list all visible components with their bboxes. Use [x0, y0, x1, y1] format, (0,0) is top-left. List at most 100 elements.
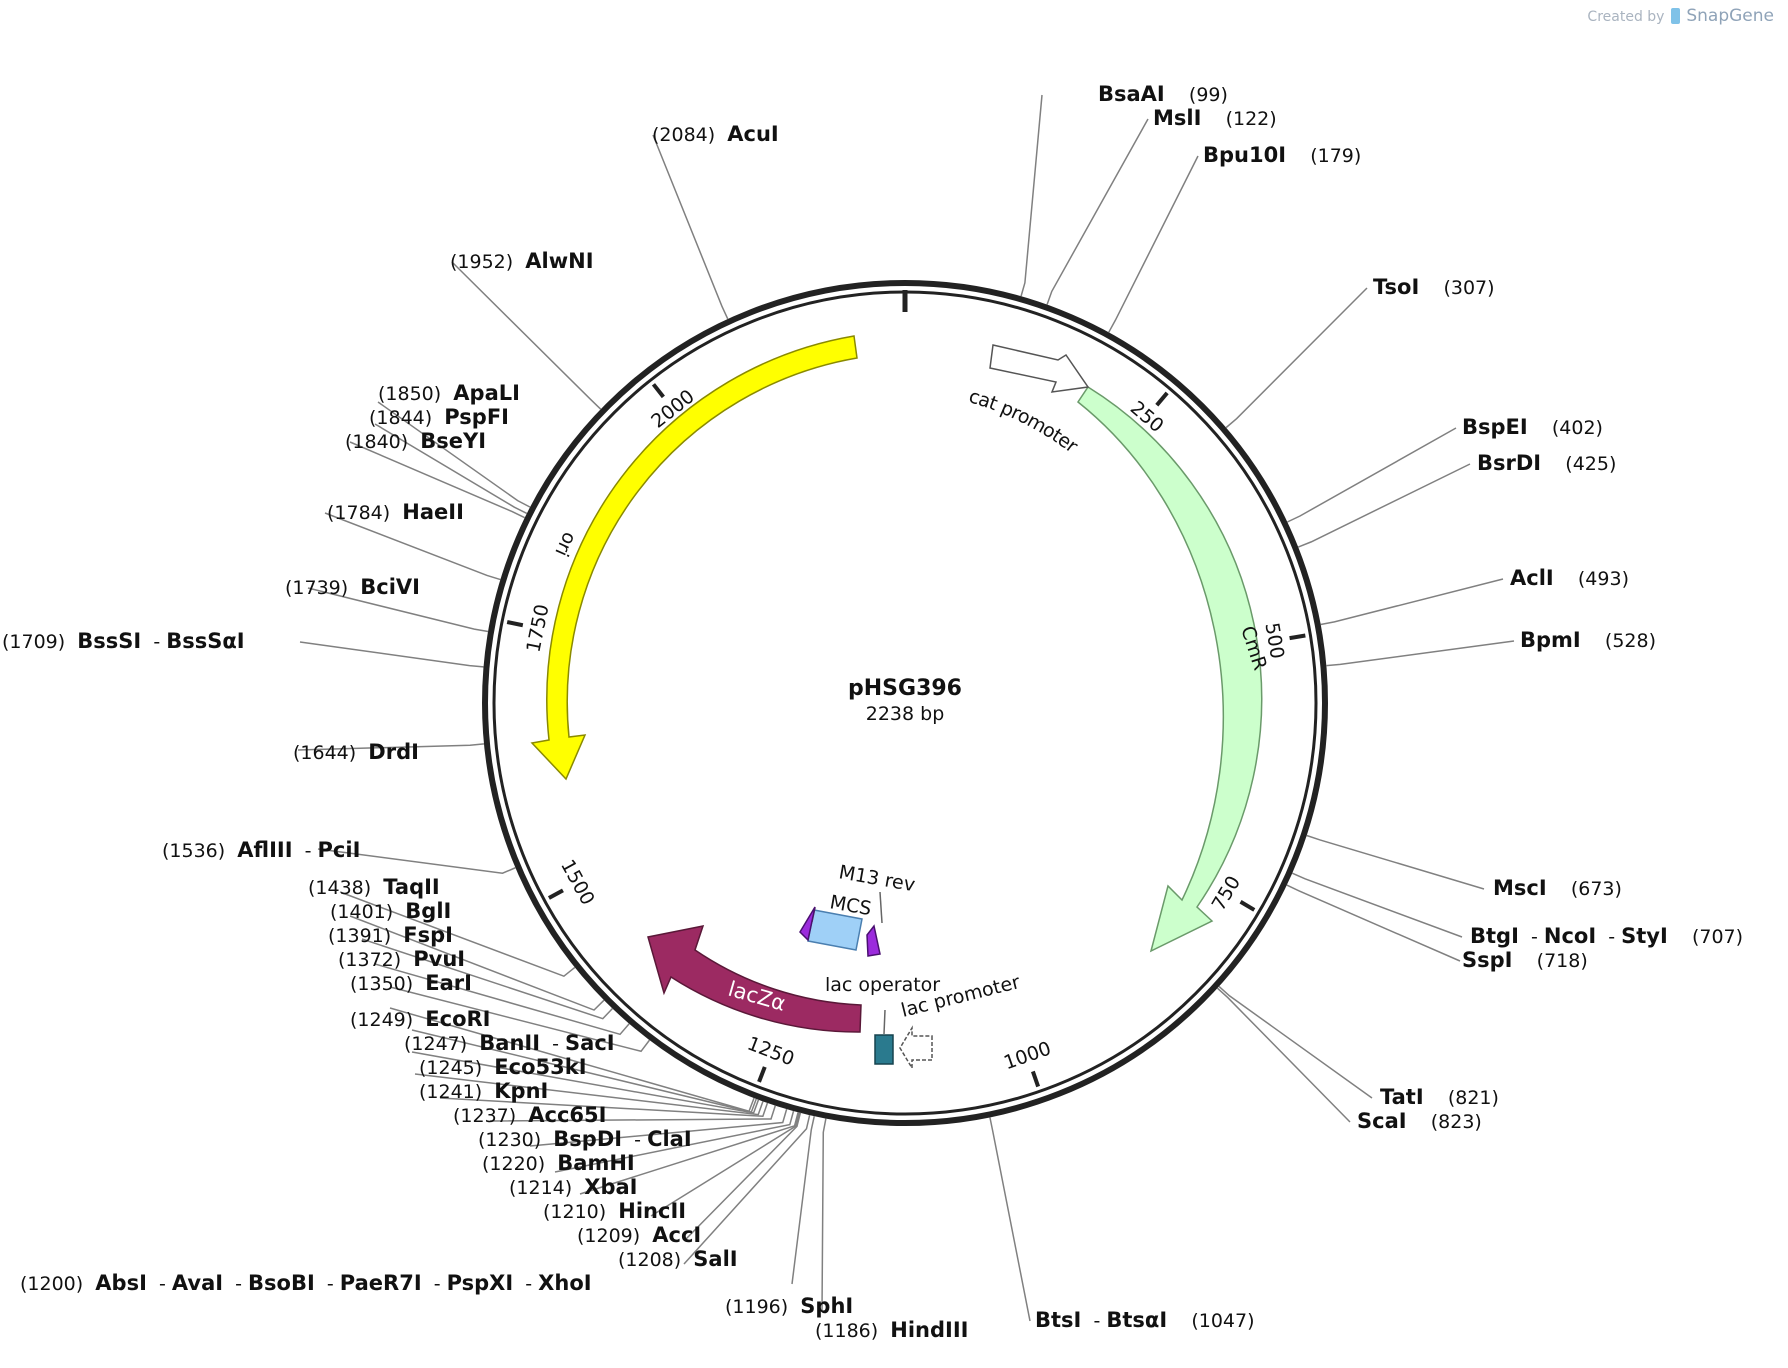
site-position: (307)	[1443, 277, 1494, 299]
site-position: (2084)	[652, 124, 715, 146]
restriction-site-label: (1536) AflIII - PciI	[162, 838, 360, 862]
site-leader	[307, 587, 489, 633]
snapgene-logo-icon	[1670, 8, 1680, 24]
tick-label: 1500	[556, 856, 599, 909]
enzyme-name: TatI	[1380, 1085, 1424, 1109]
restriction-site-label: (1784) HaeII	[327, 500, 464, 524]
mcs-feature: MCS	[807, 891, 873, 951]
restriction-site-label: MscI (673)	[1493, 876, 1622, 900]
site-leader	[1297, 463, 1471, 548]
restriction-site-label: BtsI - BtsαI (1047)	[1035, 1308, 1255, 1332]
site-position: (1245)	[419, 1057, 482, 1079]
enzyme-name: BsrDI	[1477, 451, 1541, 475]
site-position: (1230)	[478, 1129, 541, 1151]
enzyme-name: AccI	[652, 1223, 701, 1247]
site-position: (493)	[1578, 568, 1629, 590]
tick-mark	[1030, 1070, 1041, 1088]
site-leader	[489, 1105, 777, 1122]
enzyme-name: BtsαI	[1106, 1308, 1167, 1332]
restriction-site-label: AclI (493)	[1510, 566, 1629, 590]
site-leader	[1216, 987, 1351, 1123]
site-leader	[683, 1114, 811, 1265]
cmr-feature: CmR	[1076, 385, 1271, 953]
enzyme-name: BtgI	[1470, 924, 1519, 948]
site-position: (1200)	[20, 1273, 83, 1295]
site-position: (823)	[1431, 1111, 1482, 1133]
restriction-site-label: (1196) SphI	[725, 1294, 853, 1318]
restriction-site-label: (1214) XbaI	[509, 1175, 638, 1199]
enzyme-name: BspDI	[553, 1127, 622, 1151]
restriction-site-label: (1230) BspDI - ClaI	[478, 1127, 692, 1151]
site-position: (1372)	[338, 949, 401, 971]
site-leader	[324, 512, 501, 581]
enzyme-name: SphI	[800, 1294, 853, 1318]
site-leader	[579, 1112, 799, 1195]
site-position: (821)	[1448, 1087, 1499, 1109]
enzyme-name: KpnI	[494, 1079, 548, 1103]
site-position: (402)	[1552, 417, 1603, 439]
site-leader	[1020, 94, 1043, 297]
site-leader	[299, 641, 484, 668]
credit-created-by: Created by	[1587, 9, 1665, 25]
site-position: (1844)	[369, 407, 432, 429]
tick-label: 1000	[1001, 1038, 1054, 1075]
enzyme-name: EcoRI	[425, 1007, 490, 1031]
restriction-site-label: MslI (122)	[1153, 106, 1277, 130]
restriction-site-label: (1391) FspI	[328, 923, 453, 947]
site-leader	[349, 441, 526, 519]
enzyme-name: BspEI	[1462, 415, 1528, 439]
site-leader	[1306, 834, 1485, 890]
plasmid-name: pHSG396	[848, 676, 962, 701]
tick-label: 1250	[744, 1033, 797, 1071]
site-leader	[554, 1110, 795, 1173]
restriction-site-label: (1220) BamHI	[482, 1151, 635, 1175]
site-leader	[989, 1117, 1031, 1322]
backbone-outer	[482, 280, 1328, 1126]
restriction-site-label: BsrDI (425)	[1477, 451, 1616, 475]
restriction-site-label: (1210) HincII	[543, 1199, 686, 1223]
cat-promoter-feature: cat promoter	[966, 344, 1090, 458]
site-leader	[1320, 578, 1504, 626]
site-leader	[685, 1112, 802, 1240]
site-position: (1350)	[350, 973, 413, 995]
site-position: (1209)	[577, 1225, 640, 1247]
enzyme-name: BciVI	[360, 575, 420, 599]
site-leader	[1286, 884, 1461, 962]
site-leader	[411, 1029, 757, 1113]
restriction-site-label: (1249) EcoRI	[350, 1007, 491, 1031]
enzyme-name: XhoI	[538, 1271, 591, 1295]
enzyme-name: MslI	[1153, 106, 1201, 130]
site-position: (1186)	[815, 1320, 878, 1342]
enzyme-name: BglI	[405, 899, 451, 923]
restriction-site-label: TsoI (307)	[1373, 275, 1495, 299]
site-position: (528)	[1605, 630, 1656, 652]
restriction-site-label: (1644) DrdI	[293, 740, 419, 764]
enzyme-name: SacI	[565, 1031, 615, 1055]
site-leader	[650, 1112, 800, 1217]
tick-mark	[1239, 900, 1256, 912]
restriction-site-label: (1208) SalI	[618, 1247, 738, 1271]
site-leader	[361, 938, 614, 1020]
restriction-site-label: BsaAI (99)	[1098, 82, 1228, 106]
enzyme-name: PvuI	[413, 947, 465, 971]
site-leader	[377, 401, 531, 508]
restriction-site-label: (1245) Eco53kI	[419, 1055, 587, 1079]
site-leader	[297, 743, 485, 751]
enzyme-name: BamHI	[557, 1151, 634, 1175]
site-position: (1784)	[327, 502, 390, 524]
restriction-site-label: (1350) EarI	[350, 971, 472, 995]
site-leader	[374, 963, 630, 1036]
site-position: (673)	[1571, 878, 1622, 900]
enzyme-name: Acc65I	[528, 1103, 606, 1127]
enzyme-name: XbaI	[584, 1175, 637, 1199]
enzyme-name: BpmI	[1520, 628, 1581, 652]
enzyme-name: PspXI	[447, 1271, 514, 1295]
restriction-site-label: BspEI (402)	[1462, 415, 1603, 439]
site-position: (1237)	[453, 1105, 516, 1127]
enzyme-name: BseYI	[420, 429, 486, 453]
enzyme-name: StyI	[1621, 924, 1668, 948]
restriction-site-label: (1709) BssSI - BssSαI	[2, 629, 245, 653]
site-leader	[821, 1118, 827, 1313]
site-leader	[389, 986, 651, 1053]
